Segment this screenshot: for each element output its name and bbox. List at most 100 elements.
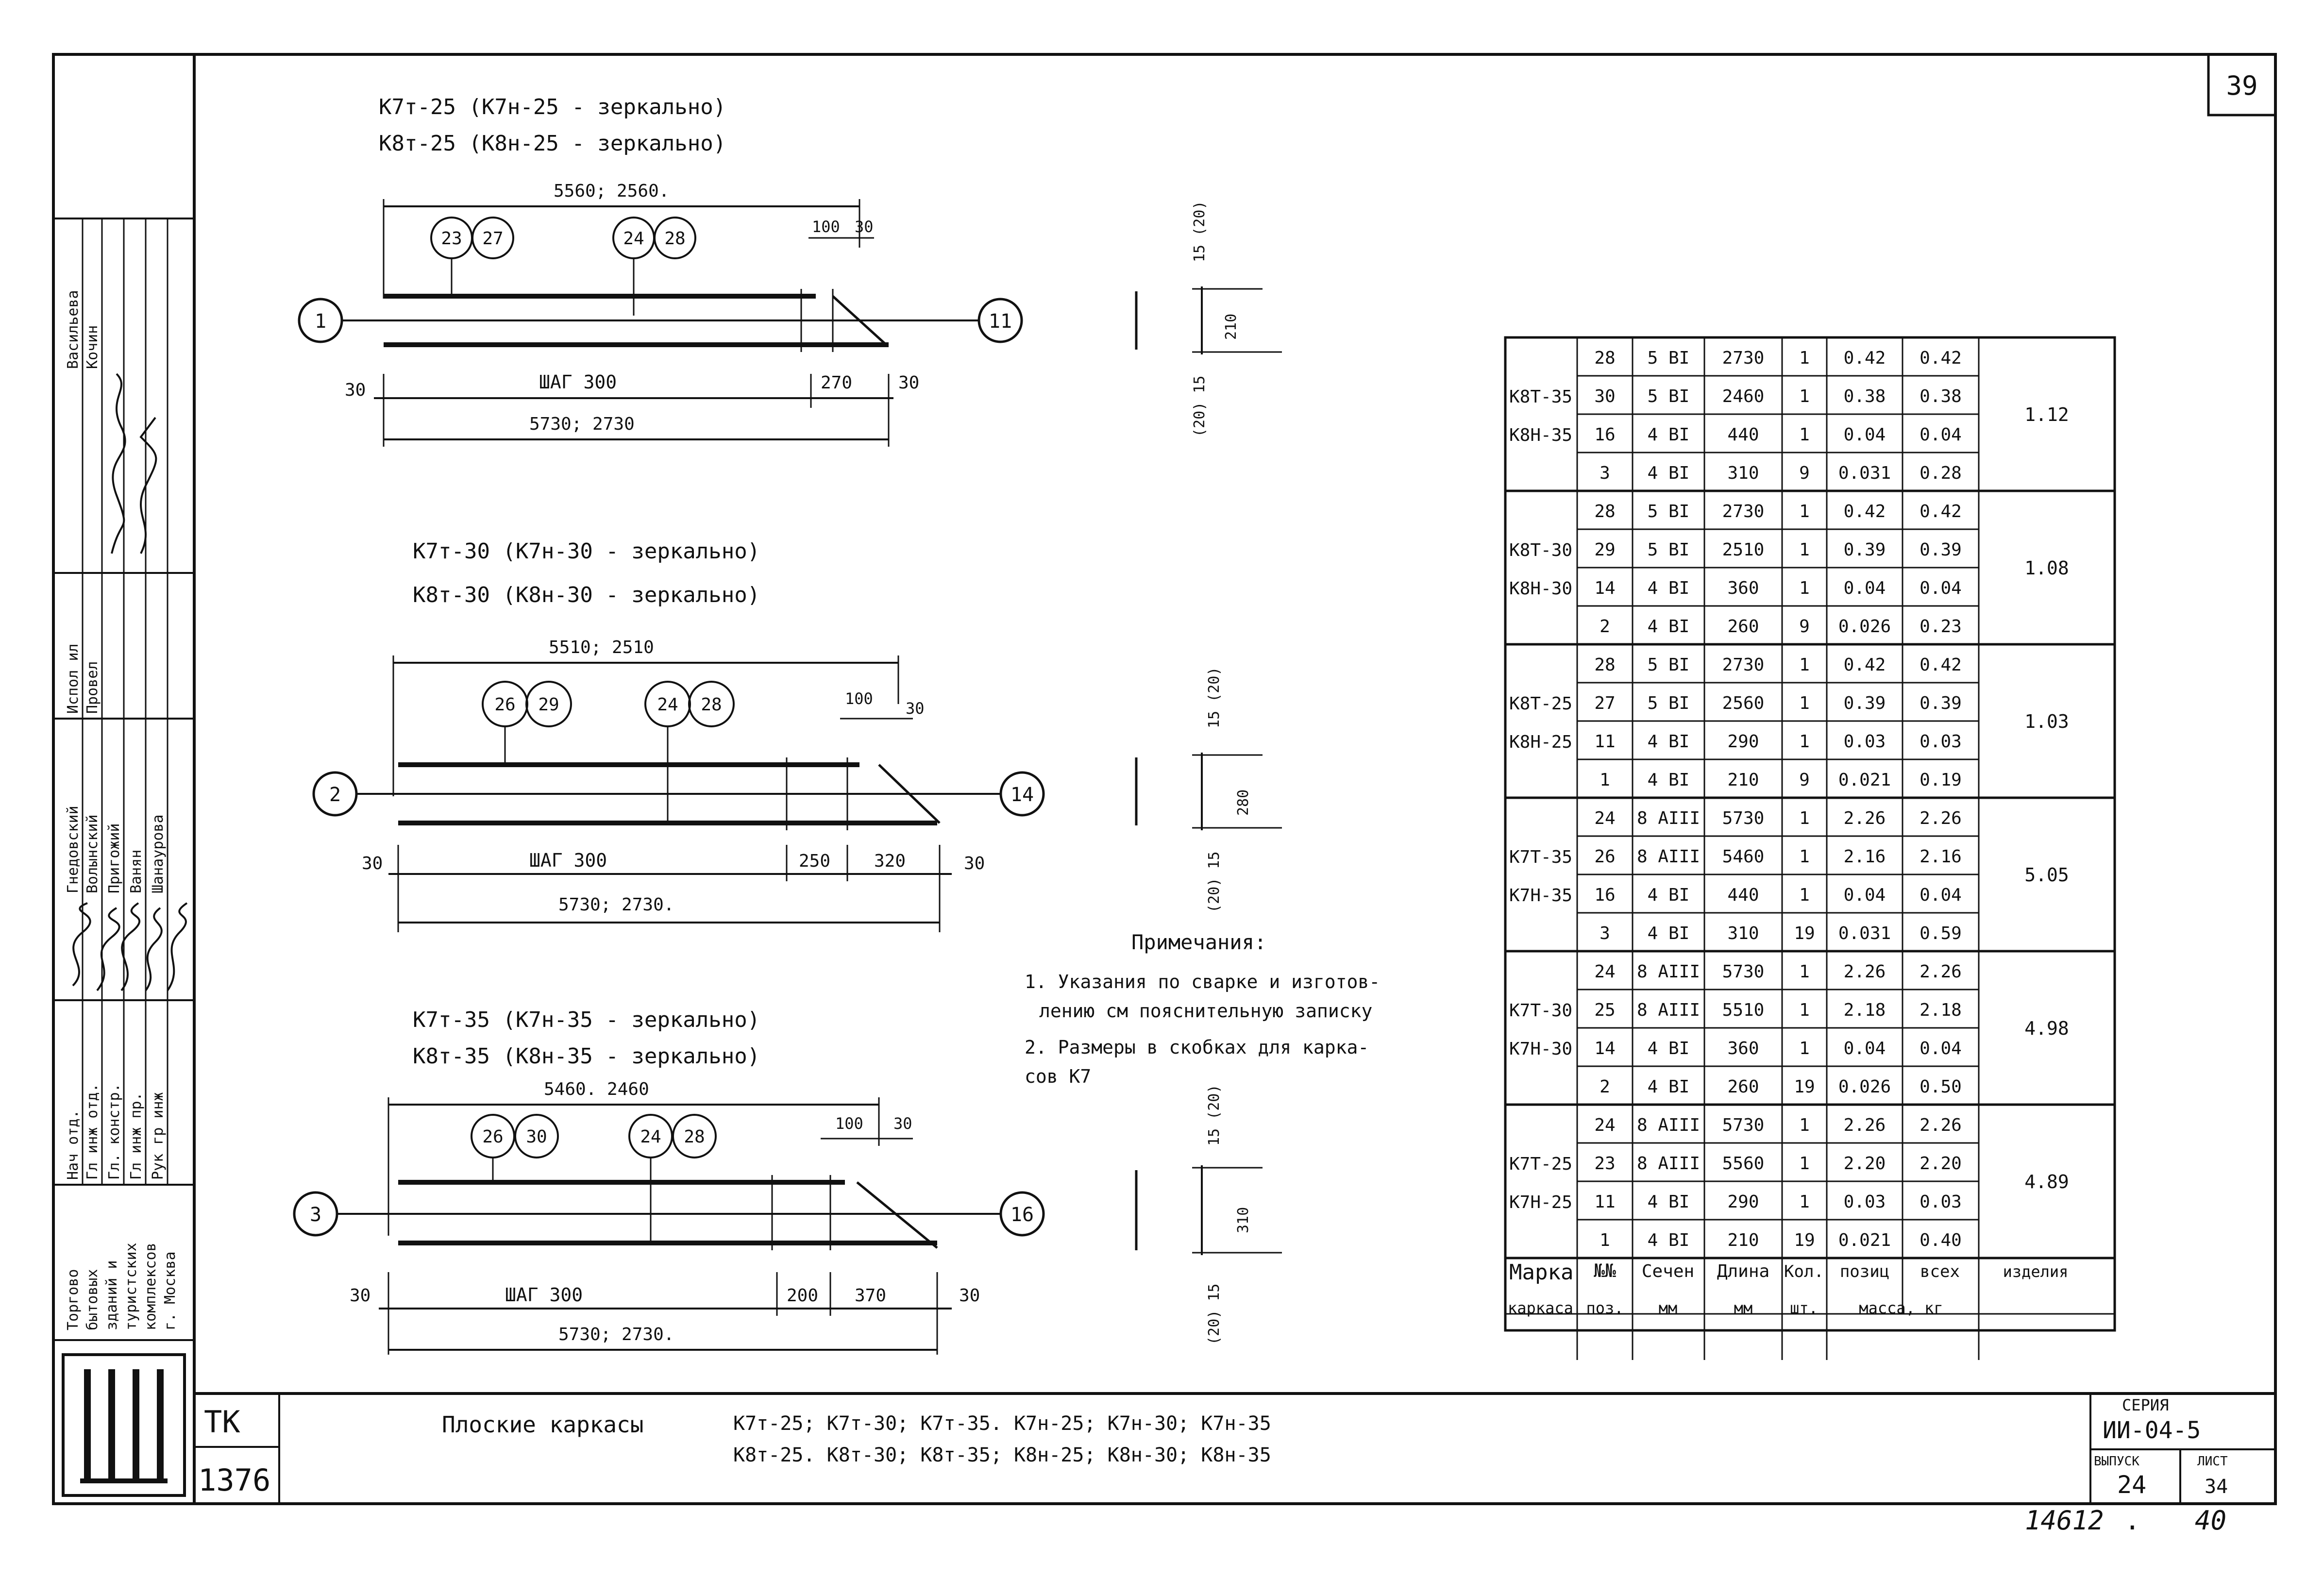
table-cell: 0.39 xyxy=(1920,693,1962,713)
table-cell: 0.04 xyxy=(1920,1039,1962,1058)
stamp-name-2: Волынский xyxy=(84,814,101,893)
table-cell: 210 xyxy=(1727,770,1759,790)
drawing-35-seg1: 200 xyxy=(787,1286,818,1306)
table-cell: 9 xyxy=(1799,617,1810,637)
table-cell: 8 АIII xyxy=(1637,962,1700,982)
drawing-35-bottom-right: 30 xyxy=(959,1286,980,1306)
pos-label-25-b: 27 xyxy=(482,229,503,249)
stamp-role-4: Гл инж пр. xyxy=(128,1092,145,1180)
table-cell: 25 xyxy=(1594,1000,1615,1020)
table-cell: 0.04 xyxy=(1920,578,1962,598)
drawing-30-seg2: 320 xyxy=(874,851,906,871)
table-cell: 0.026 xyxy=(1838,617,1891,637)
table-cell: 0.38 xyxy=(1844,386,1886,406)
table-cell: 0.39 xyxy=(1844,540,1886,560)
drawing-30-dim-30: 30 xyxy=(906,699,925,718)
table-cell: 0.04 xyxy=(1844,885,1886,905)
table-cell: 2.26 xyxy=(1920,1115,1962,1135)
node-25-left xyxy=(298,298,343,343)
drawing-35-top-dim: 5460. 2460 xyxy=(544,1079,649,1099)
table-cell: 2730 xyxy=(1722,655,1765,675)
table-cell: 2.26 xyxy=(1920,808,1962,828)
table-cell: 0.50 xyxy=(1920,1077,1962,1097)
drawing-25-bottom-left: 30 xyxy=(345,380,366,400)
table-cell: 310 xyxy=(1727,923,1759,943)
table-cell: 8 АIII xyxy=(1637,847,1700,867)
table-cell: 440 xyxy=(1727,885,1759,905)
table-cell: 9 xyxy=(1799,770,1810,790)
table-cell: 0.03 xyxy=(1844,732,1886,752)
signature-4 xyxy=(96,907,120,991)
drawing-25-side-bottom: (20) 15 xyxy=(1191,376,1208,437)
table-cell: 0.42 xyxy=(1844,655,1886,675)
drawing-30-dim-100: 100 xyxy=(845,689,873,708)
table-cell: 8 АIII xyxy=(1637,1000,1700,1020)
table-cell: 2.26 xyxy=(1844,1115,1886,1135)
table-cell: 1 xyxy=(1799,732,1810,752)
table-mark: К7Т-30 xyxy=(1509,1001,1572,1021)
table-cell: 9 xyxy=(1799,463,1810,483)
node-35-left xyxy=(293,1191,338,1237)
stamp-name-5: Шанаурова xyxy=(150,814,167,893)
drawing-35-bottom-left: 30 xyxy=(350,1286,370,1306)
table-cell: 0.42 xyxy=(1920,348,1962,368)
drawing-25-total: 5730; 2730 xyxy=(529,414,635,434)
drawing-frame-30: К7т-30 (К7н-30 - зеркально) К8т-30 (К8н-… xyxy=(312,539,1282,932)
hdr-mass-all: всех xyxy=(1920,1262,1960,1281)
table-cell: 1 xyxy=(1600,1230,1610,1250)
stamp-role-3: Гл. констр. xyxy=(106,1083,123,1180)
drawing-30-bottom-right: 30 xyxy=(964,854,985,873)
table-cell: 26 xyxy=(1594,847,1615,867)
hdr-section2: мм xyxy=(1659,1299,1678,1317)
hdr-mass-pos: позиц xyxy=(1840,1262,1889,1281)
table-cell: 0.19 xyxy=(1920,770,1962,790)
pos-circle-30-d xyxy=(688,681,735,727)
table-cell: 5 ВI xyxy=(1648,693,1690,713)
table-cell: 5 ВI xyxy=(1648,655,1690,675)
hdr-qty: Кол. xyxy=(1784,1262,1824,1281)
title-block-marks-2: К8т-25. К8т-30; К8т-35; К8н-25; К8н-30; … xyxy=(733,1444,1271,1466)
drawing-30-side-bottom: (20) 15 xyxy=(1206,852,1223,913)
table-cell: 310 xyxy=(1727,463,1759,483)
sheet-label: ЛИСТ xyxy=(2197,1454,2228,1469)
drawing-25-side-mid: 210 xyxy=(1223,314,1240,340)
signature-7 xyxy=(167,902,188,991)
series-value: ИИ-04-5 xyxy=(2103,1417,2201,1444)
table-cell: 2560 xyxy=(1722,693,1765,713)
signature-5 xyxy=(120,902,141,991)
table-mark: К7Н-30 xyxy=(1509,1039,1572,1059)
institute-logo xyxy=(62,1353,186,1497)
drawing-30-title-1: К7т-30 (К7н-30 - зеркально) xyxy=(413,539,760,564)
drawing-25-top-dim: 5560; 2560. xyxy=(554,181,669,201)
table-cell: 0.28 xyxy=(1920,463,1962,483)
stamp-org-4: туристских xyxy=(123,1242,140,1330)
drawing-30-total: 5730; 2730. xyxy=(558,895,674,915)
node-35-right xyxy=(999,1191,1045,1237)
table-cell: 0.021 xyxy=(1838,1230,1891,1250)
notes-line-1: 1. Указания по сварке и изготов- xyxy=(1025,971,1380,992)
drawing-25-title-1: К7т-25 (К7н-25 - зеркально) xyxy=(379,95,726,119)
drawing-30-step: ШАГ 300 xyxy=(529,850,607,871)
table-cell: 0.031 xyxy=(1838,463,1891,483)
table-mark: К8Н-25 xyxy=(1509,732,1572,752)
drawing-25-seg1: 270 xyxy=(821,373,852,393)
drawing-30-top-dim: 5510; 2510 xyxy=(549,638,654,657)
table-cell: 2.18 xyxy=(1920,1000,1962,1020)
table-cell: 4 ВI xyxy=(1648,732,1690,752)
node-35-right-label: 16 xyxy=(1010,1204,1034,1226)
table-cell: 19 xyxy=(1794,923,1815,943)
stamp-org-3: зданий и xyxy=(103,1260,120,1331)
stamp-role2-2: Провел xyxy=(84,661,101,714)
drawing-frame-35: К7т-35 (К7н-35 - зеркально) К8т-35 (К8н-… xyxy=(293,1007,1282,1355)
node-25-left-label: 1 xyxy=(315,310,326,333)
hdr-num: №№ xyxy=(1594,1260,1616,1281)
hdr-mass-label: масса, кг xyxy=(1859,1299,1943,1317)
table-cell: 30 xyxy=(1594,386,1615,406)
table-cell: 3 xyxy=(1600,463,1610,483)
drawing-35-side-top: 15 (20) xyxy=(1206,1085,1223,1146)
table-cell: 1 xyxy=(1799,1000,1810,1020)
stamp-name-4: Ванян xyxy=(128,850,145,893)
table-cell: 210 xyxy=(1727,1230,1759,1250)
table-cell: 360 xyxy=(1727,1039,1759,1058)
table-cell: 1 xyxy=(1799,693,1810,713)
